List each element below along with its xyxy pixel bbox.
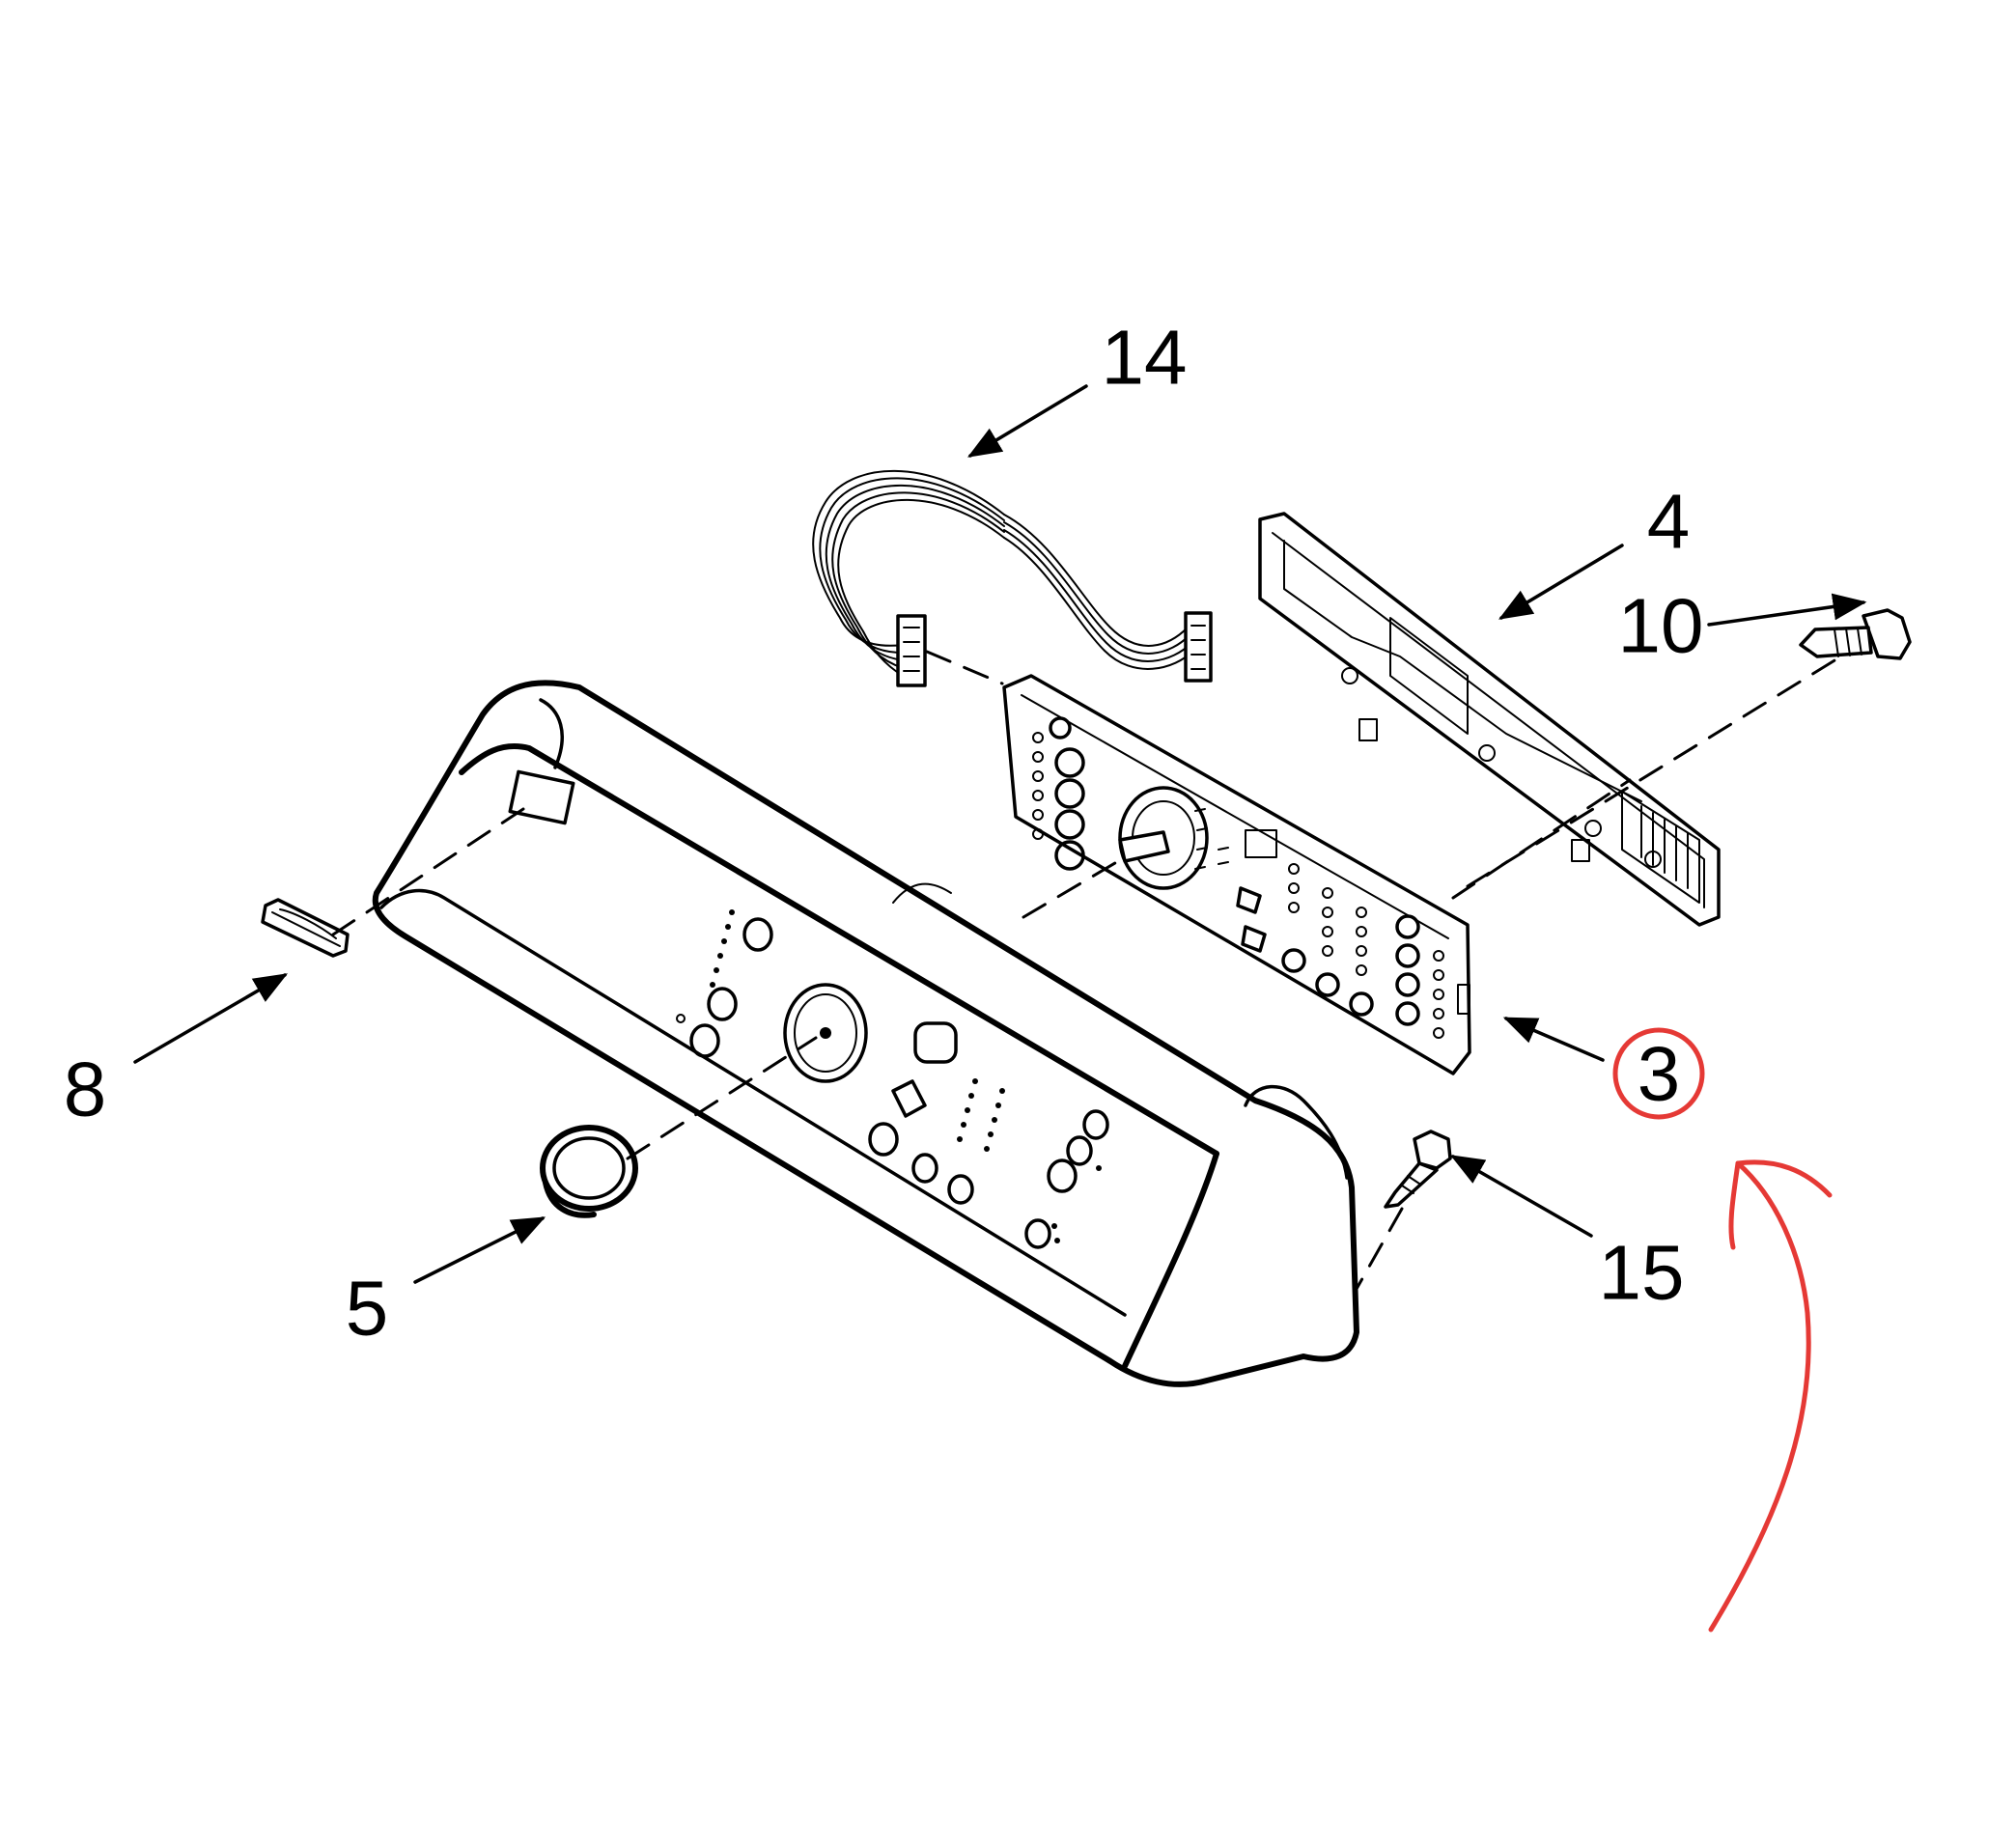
callout-labels: 14 4 10 8 3 5 15 xyxy=(64,315,1704,1352)
wire-harness xyxy=(812,469,1213,687)
callout-4: 4 xyxy=(1647,479,1691,565)
control-panel-back-bracket xyxy=(1258,512,1721,927)
callout-3: 3 xyxy=(1638,1031,1681,1117)
callout-5: 5 xyxy=(346,1266,389,1352)
leader-arrows xyxy=(133,384,1867,1284)
screw-15 xyxy=(1384,1130,1452,1209)
highlight-circle xyxy=(1612,1027,1705,1120)
screw-10 xyxy=(1799,608,1912,660)
console-panel xyxy=(372,680,1359,1387)
callout-15: 15 xyxy=(1599,1230,1685,1316)
highlight-arrow xyxy=(1708,1160,1811,1633)
callout-14: 14 xyxy=(1102,315,1188,401)
control-board xyxy=(1002,674,1471,1075)
control-knob xyxy=(540,1125,638,1218)
brand-badge xyxy=(261,898,350,958)
callout-8: 8 xyxy=(64,1047,107,1132)
callout-10: 10 xyxy=(1618,583,1704,669)
highlight-annotation xyxy=(1612,1027,1833,1633)
assembly-lines xyxy=(331,650,1846,1291)
